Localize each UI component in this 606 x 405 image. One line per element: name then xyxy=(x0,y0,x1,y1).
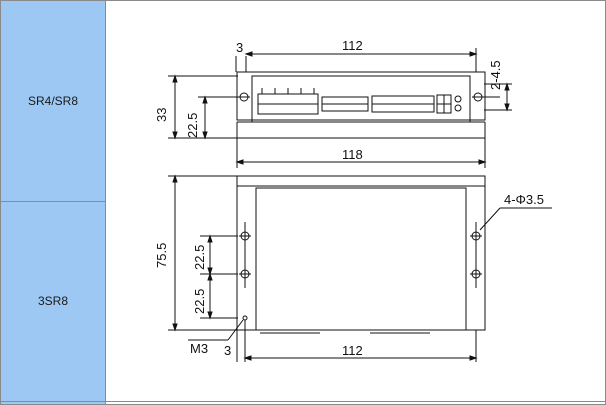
bottom-view xyxy=(168,174,552,362)
dim-118: 118 xyxy=(342,147,363,162)
row-label-3sr8: 3SR8 xyxy=(37,294,69,308)
model-column: SR4/SR8 3SR8 xyxy=(1,1,106,404)
bottom-divider xyxy=(1,401,605,402)
m3-screw xyxy=(242,315,248,321)
bottom-body-inner xyxy=(255,187,467,331)
top-body-outline xyxy=(236,71,486,121)
row-label-sr4-sr8: SR4/SR8 xyxy=(27,94,79,108)
dim-112-top: 112 xyxy=(342,38,363,53)
dim-22-5-lower: 22.5 xyxy=(192,289,207,314)
dim-22-5-upper: 22.5 xyxy=(192,245,207,270)
m3-label: M3 xyxy=(190,341,208,356)
dim-2-4-5: 2-4.5 xyxy=(488,60,503,90)
led-2 xyxy=(454,104,462,112)
dim-3-top: 3 xyxy=(236,40,243,55)
dim-75-5: 75.5 xyxy=(154,243,169,268)
dim-112-bottom: 112 xyxy=(342,343,363,358)
dim-22-5-top: 22.5 xyxy=(185,113,200,138)
dim-33: 33 xyxy=(154,108,169,122)
dim-3-bottom: 3 xyxy=(224,343,231,358)
bottom-body-outline xyxy=(236,175,486,331)
dim-4-phi-3-5: 4-Φ3.5 xyxy=(504,192,544,207)
top-view xyxy=(168,48,512,168)
row-divider xyxy=(1,201,105,202)
led-1 xyxy=(454,95,462,103)
